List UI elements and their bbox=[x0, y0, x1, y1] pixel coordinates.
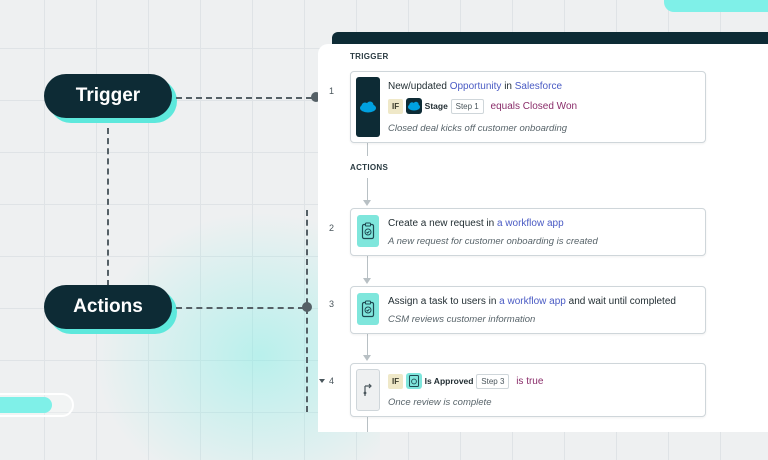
trigger-condition-row: IF Stage Step 1 equals Closed Won bbox=[388, 98, 577, 114]
condition-step-card[interactable]: IF Is Approved Step 3 is true Once revie… bbox=[350, 363, 706, 417]
step-number-2: 2 bbox=[329, 223, 335, 233]
create-request-description: A new request for customer onboarding is… bbox=[388, 236, 598, 247]
trigger-description: Closed deal kicks off customer onboardin… bbox=[388, 123, 568, 134]
trigger-step-card[interactable]: New/updated Opportunity in Salesforce IF… bbox=[350, 71, 706, 143]
workflow-app-tile bbox=[357, 215, 379, 247]
flow-connector bbox=[367, 142, 368, 156]
trigger-connector-line bbox=[176, 97, 312, 99]
salesforce-app-tile bbox=[356, 77, 380, 137]
step-tag: Step 3 bbox=[476, 373, 510, 389]
flow-connector bbox=[367, 256, 368, 278]
flow-arrow bbox=[363, 278, 371, 284]
salesforce-cloud-icon bbox=[405, 98, 422, 114]
if-badge: IF bbox=[388, 373, 404, 389]
clipboard-check-icon bbox=[361, 222, 375, 240]
step-number-3: 3 bbox=[329, 299, 335, 309]
caret-down-icon[interactable] bbox=[319, 379, 325, 383]
condition-row: IF Is Approved Step 3 is true bbox=[388, 373, 543, 389]
trigger-actions-connector bbox=[107, 128, 109, 286]
flow-connector bbox=[367, 333, 368, 355]
assign-task-title: Assign a task to users in a workflow app… bbox=[388, 296, 676, 307]
flow-connector bbox=[367, 178, 368, 200]
step-number-4: 4 bbox=[329, 376, 335, 386]
flow-arrow bbox=[363, 200, 371, 206]
trigger-section-label: TRIGGER bbox=[350, 52, 389, 61]
stage-field: Stage bbox=[424, 101, 448, 111]
actions-section-label: ACTIONS bbox=[350, 163, 389, 172]
create-request-step-card[interactable]: Create a new request in a workflow app A… bbox=[350, 208, 706, 256]
clipboard-check-icon bbox=[405, 373, 422, 389]
workflow-app-link[interactable]: a workflow app bbox=[496, 218, 564, 229]
workflow-app-tile bbox=[357, 293, 379, 325]
workflow-app-link[interactable]: a workflow app bbox=[499, 296, 566, 307]
top-accent-bar bbox=[664, 0, 768, 12]
flow-connector bbox=[367, 416, 368, 432]
branch-icon bbox=[363, 383, 372, 396]
condition-text: is true bbox=[516, 375, 544, 387]
actions-label: Actions bbox=[44, 285, 172, 329]
flow-arrow bbox=[363, 355, 371, 361]
if-badge: IF bbox=[388, 98, 404, 114]
bottom-progress-pill bbox=[0, 393, 74, 417]
create-request-title: Create a new request in a workflow app bbox=[388, 218, 564, 229]
step-tag: Step 1 bbox=[450, 98, 484, 114]
trigger-label: Trigger bbox=[44, 74, 172, 118]
actions-bracket-line bbox=[306, 210, 308, 412]
condition-text: equals Closed Won bbox=[490, 100, 578, 112]
is-approved-field: Is Approved bbox=[424, 376, 474, 386]
step-number-1: 1 bbox=[329, 86, 335, 96]
branch-tile bbox=[356, 369, 380, 411]
clipboard-check-icon bbox=[361, 300, 375, 318]
trigger-connector-dot bbox=[311, 92, 321, 102]
trigger-title: New/updated Opportunity in Salesforce bbox=[388, 81, 563, 92]
assign-task-description: CSM reviews customer information bbox=[388, 314, 536, 325]
condition-description: Once review is complete bbox=[388, 397, 492, 408]
opportunity-link[interactable]: Opportunity bbox=[449, 81, 502, 92]
salesforce-link[interactable]: Salesforce bbox=[514, 81, 563, 92]
assign-task-step-card[interactable]: Assign a task to users in a workflow app… bbox=[350, 286, 706, 334]
actions-connector-line bbox=[176, 307, 304, 309]
salesforce-cloud-icon bbox=[360, 101, 376, 113]
